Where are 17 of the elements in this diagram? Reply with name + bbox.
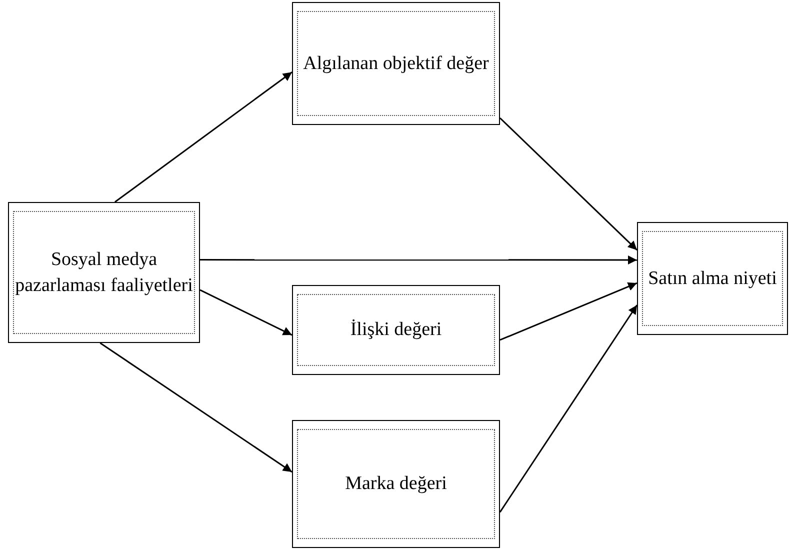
node-label: Algılanan objektif değer	[297, 11, 495, 116]
arrow	[114, 72, 292, 203]
node-label: Sosyal medya pazarlaması faaliyetleri	[13, 211, 195, 334]
node-label: Marka değeri	[297, 429, 495, 539]
process-box	[292, 285, 500, 375]
arrow	[200, 255, 637, 264]
arrow	[499, 304, 638, 513]
arrow	[100, 342, 292, 473]
process-box	[8, 202, 200, 343]
arrow	[200, 289, 292, 336]
arrow	[500, 282, 638, 341]
process-box	[637, 222, 788, 335]
process-box	[292, 420, 500, 548]
node-label: Satın alma niyeti	[642, 231, 783, 326]
arrow	[499, 117, 638, 251]
node-label: İlişki değeri	[297, 294, 495, 366]
process-box	[292, 2, 500, 125]
